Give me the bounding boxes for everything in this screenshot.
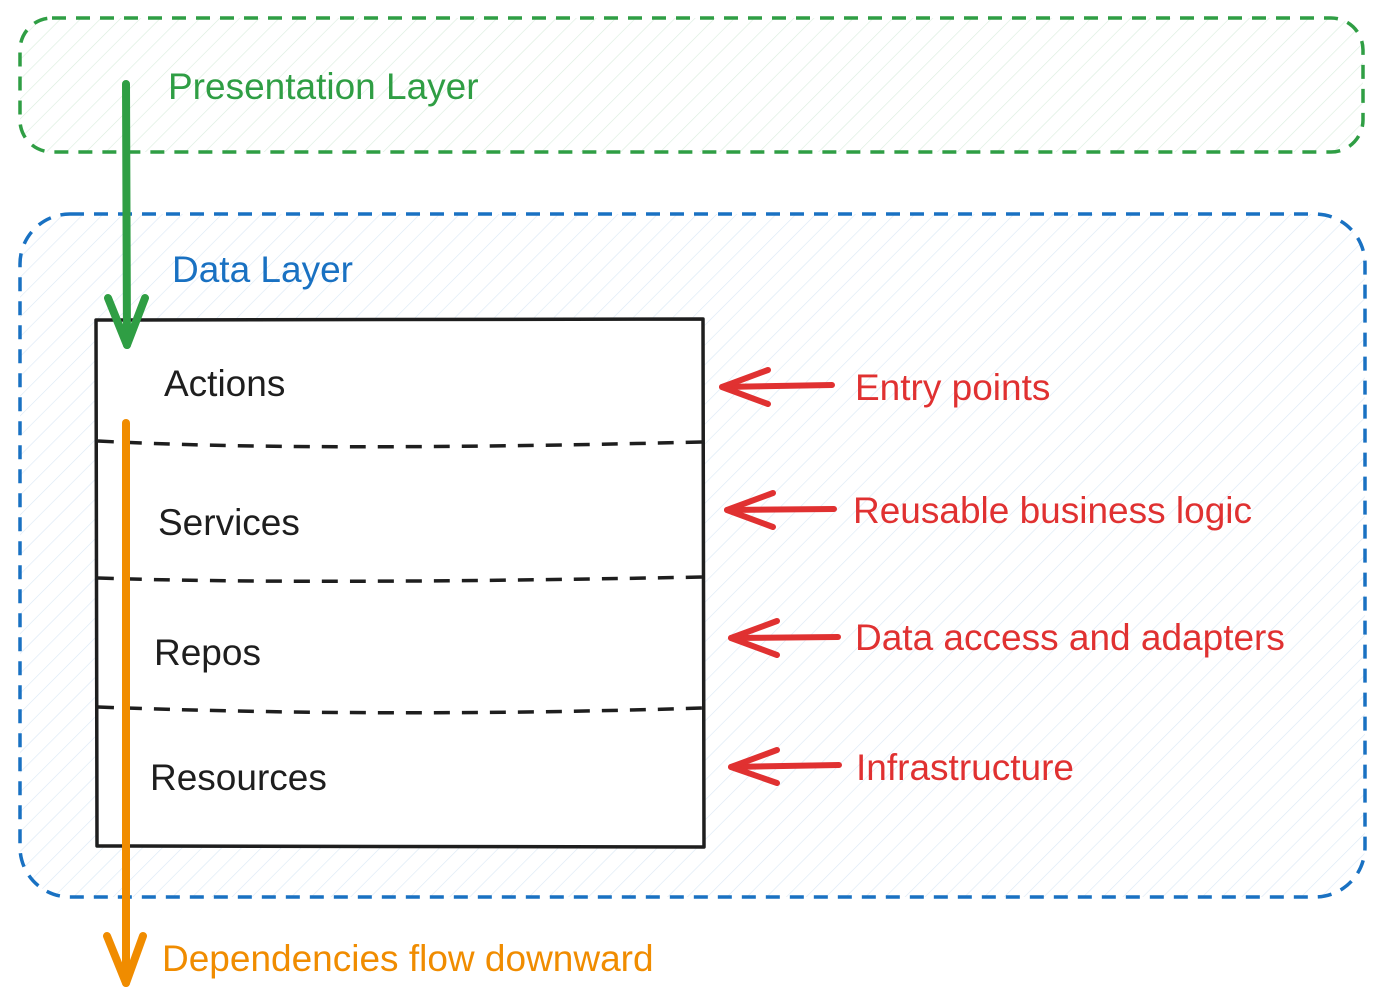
- data-layer-label: Data Layer: [172, 249, 353, 290]
- annotation-entry-points: Entry points: [855, 367, 1050, 408]
- divider-services-repos: [97, 575, 703, 584]
- annotation-data-access: Data access and adapters: [855, 617, 1285, 658]
- stack-item-services: Services: [158, 502, 300, 543]
- stack-item-repos: Repos: [154, 632, 261, 673]
- annotation-arrow-infrastructure: [728, 747, 842, 786]
- dependency-flow-arrow: [103, 419, 147, 987]
- annotation-arrow-entry-points: [719, 367, 835, 407]
- stack-item-resources: Resources: [150, 757, 327, 798]
- annotations: Entry points Reusable business logic Dat…: [719, 367, 1285, 788]
- stack-item-actions: Actions: [164, 363, 285, 404]
- dependency-flow-label: Dependencies flow downward: [162, 938, 654, 979]
- presentation-layer-label: Presentation Layer: [168, 66, 479, 107]
- presentation-layer-box: [18, 16, 1365, 154]
- presentation-to-data-arrow: [104, 80, 149, 349]
- divider-actions-services: [97, 439, 703, 449]
- annotation-arrow-data-access: [728, 618, 841, 658]
- layer-stack-box: [94, 317, 706, 849]
- presentation-layer: Presentation Layer: [18, 16, 1365, 154]
- layer-stack: Actions Services Repos Resources: [94, 317, 706, 849]
- annotation-infrastructure: Infrastructure: [856, 747, 1074, 788]
- annotation-arrow-business-logic: [724, 490, 837, 530]
- divider-repos-resources: [97, 705, 703, 715]
- annotation-business-logic: Reusable business logic: [853, 490, 1252, 531]
